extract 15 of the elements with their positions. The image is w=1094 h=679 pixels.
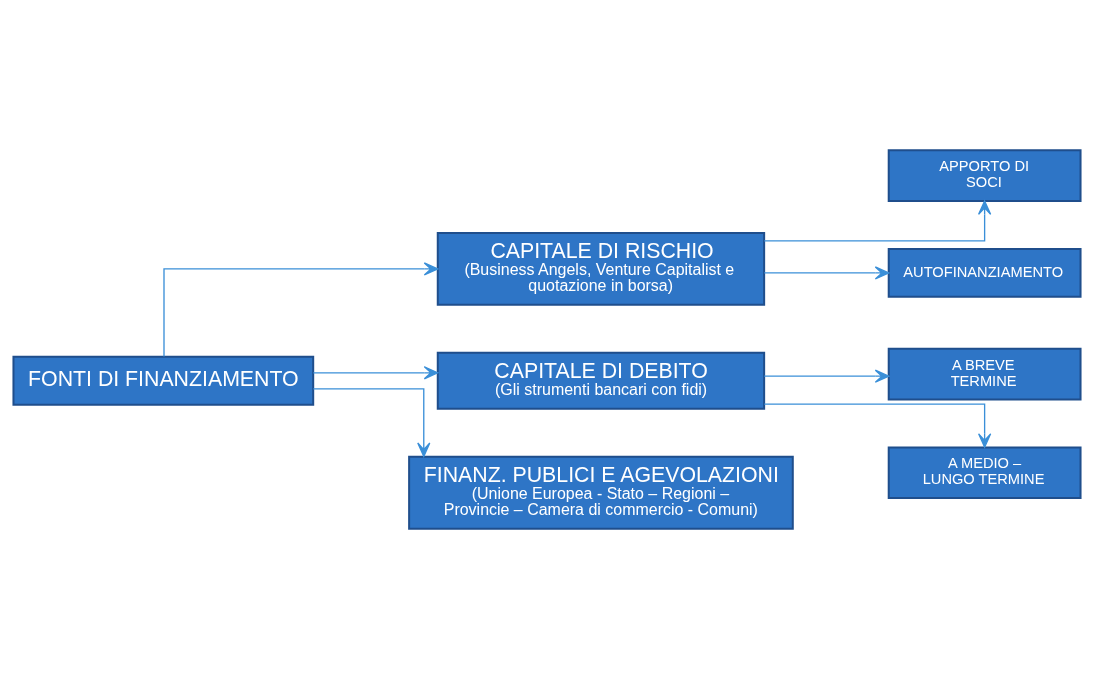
arrow bbox=[312, 366, 439, 380]
node-box: A MEDIO – LUNGO TERMINE bbox=[887, 446, 1082, 500]
node-box: FINANZ. PUBLICI E AGEVOLAZIONI (Unione Europea - Stato – Regioni – Provincie – Camera di commercio - Comuni) bbox=[408, 455, 794, 530]
arrow bbox=[163, 262, 439, 358]
node-box: APPORTO DI SOCI bbox=[887, 149, 1082, 202]
node-box: AUTOFINANZIAMENTO bbox=[887, 247, 1082, 298]
arrow bbox=[763, 266, 890, 280]
arrow bbox=[312, 388, 431, 458]
node-box: A BREVE TERMINE bbox=[887, 347, 1082, 401]
arrow bbox=[763, 369, 890, 383]
node-box: FONTI DI FINANZIAMENTO bbox=[12, 355, 315, 406]
arrow bbox=[763, 200, 992, 242]
node-box: CAPITALE DI RISCHIO (Business Angels, Venture Capitalist e quotazione in borsa) bbox=[436, 231, 766, 306]
arrow bbox=[763, 403, 992, 448]
node-box: CAPITALE DI DEBITO (Gli strumenti bancari con fidi) bbox=[436, 351, 766, 410]
